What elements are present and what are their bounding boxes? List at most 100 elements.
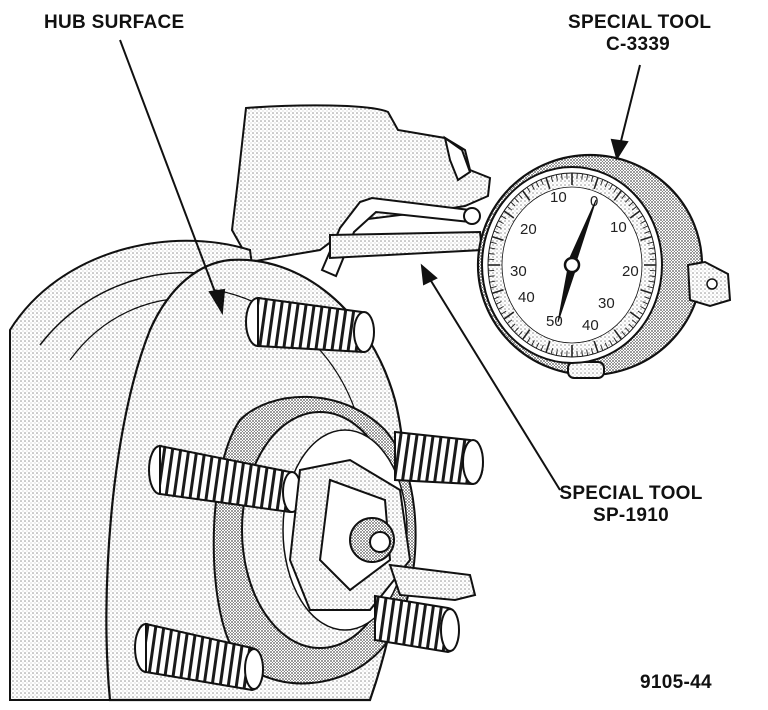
dial-tick (600, 344, 604, 351)
dial-tick (490, 285, 497, 289)
dial-tick (613, 329, 623, 340)
special-tool-c3339-line1: SPECIAL TOOL (568, 12, 712, 33)
dial-tick (613, 337, 618, 343)
dial-tick (600, 179, 604, 186)
leader-lines (119, 39, 641, 491)
dial-tick (518, 331, 523, 337)
dial-numbers: 10 0 10 20 20 30 40 50 40 30 (510, 189, 639, 334)
dial-tick (613, 187, 618, 193)
dial-tick (593, 340, 599, 353)
dial-number: 10 (550, 189, 567, 206)
dial-tick (647, 285, 654, 289)
dial-tick (514, 197, 519, 203)
dial-tick (561, 350, 563, 357)
dial-tick (488, 253, 495, 255)
spindle-nut (288, 458, 412, 611)
dial-tick (590, 175, 594, 182)
dial-tick (586, 349, 589, 356)
dial-tick (590, 348, 594, 355)
dial-tick (555, 174, 558, 181)
dial-number: 40 (582, 317, 599, 334)
wheel-stud-left (148, 444, 303, 514)
dial-number: 40 (518, 289, 535, 306)
dial-tick (491, 288, 504, 295)
c3339-leader (619, 64, 641, 146)
dial-tick (535, 342, 540, 349)
hub-surface-label: HUB SURFACE (44, 12, 185, 33)
hub-surface-arrowhead (208, 288, 226, 316)
hub-surface-leader (119, 39, 219, 301)
dial-tick (507, 319, 513, 324)
indicator-arm (320, 196, 484, 278)
dial-tick (640, 306, 646, 310)
dial-tick (545, 340, 551, 353)
dial-tick (642, 225, 649, 229)
dial-tick (521, 190, 531, 201)
dial-tick (493, 230, 500, 234)
dial-tick (629, 210, 641, 219)
dial-tick (545, 177, 551, 190)
dial-number: 0 (590, 193, 598, 210)
figure-number: 9105-44 (640, 672, 712, 693)
dial-tick (593, 177, 599, 190)
dial-tick (498, 220, 504, 224)
dial-tick (514, 327, 519, 333)
c3339-arrowhead (610, 138, 629, 161)
dial-tick (526, 337, 531, 343)
special-tool-sp1910-line2: SP-1910 (592, 505, 670, 526)
dial-tick (531, 340, 535, 346)
dial-tick (644, 296, 651, 300)
dial-tick (561, 173, 563, 180)
wheel-stud-right (394, 430, 484, 486)
dial-tick (488, 275, 495, 277)
dial-tick (495, 301, 502, 305)
dial-tick (647, 241, 654, 245)
dial-tick (518, 193, 523, 199)
dial-tick (495, 225, 502, 229)
dial-tick (503, 210, 515, 219)
dial-tick (629, 311, 641, 320)
dial-tick (640, 235, 653, 242)
dial-tick (535, 181, 540, 188)
dial-tick (621, 331, 626, 337)
caliper-bracket (388, 563, 477, 602)
dial-tick-marks (488, 173, 656, 357)
dial-tick (644, 230, 651, 234)
dial-tick (491, 235, 504, 242)
dial-number: 10 (610, 219, 627, 236)
dial-tick (628, 323, 634, 329)
dial-tick (493, 296, 500, 300)
dial-tick (581, 350, 583, 357)
dial-tick (631, 206, 637, 211)
dial-tick (526, 187, 531, 193)
dial-tick (649, 275, 656, 277)
dial-tick (642, 301, 649, 305)
dial-tick (604, 342, 609, 349)
dial-tick (490, 241, 497, 245)
dial-tick (648, 280, 655, 283)
dial-tick (581, 173, 583, 180)
wheel-stud-lower (374, 594, 460, 654)
dial-number: 30 (510, 263, 527, 280)
wheel-stud-bottom (134, 622, 264, 692)
dial-needle (557, 199, 597, 323)
dial-tick (510, 323, 516, 329)
dial-tick (609, 184, 613, 190)
dial-tick (648, 247, 655, 250)
dial-tick (489, 280, 496, 283)
dial-tick (510, 201, 516, 207)
dial-tick (540, 344, 544, 351)
dial-tick (625, 327, 630, 333)
dial-tick (628, 201, 634, 207)
dial-tick (498, 306, 504, 310)
dial-tick (531, 184, 535, 190)
dial-tick (613, 190, 623, 201)
dial-tick (550, 175, 554, 182)
special-tool-sp1910-line1: SPECIAL TOOL (559, 483, 703, 504)
sp1910-arrowhead (420, 263, 438, 286)
dial-tick (503, 311, 515, 320)
dial-number: 20 (520, 221, 537, 238)
dial-tick (521, 329, 531, 340)
